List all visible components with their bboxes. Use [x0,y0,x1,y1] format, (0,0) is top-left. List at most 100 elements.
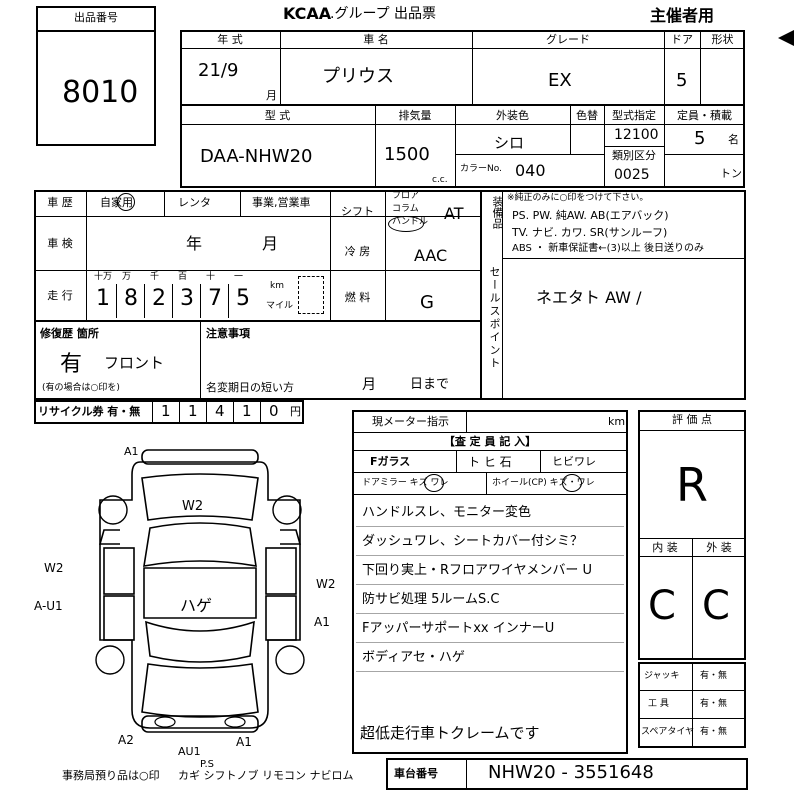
year-value: 21/9 [198,60,239,81]
recycle-unit: 円 [290,405,301,418]
name-label: 車 名 [363,33,389,46]
load-unit: トン [720,167,742,180]
mileage-unit-label: 十万 [94,272,113,282]
role-label: 主催者用 [650,6,715,25]
office-label: 事務局預り品は○印 [62,769,160,782]
mirror-circle [424,474,444,492]
class-label: 類別区分 [612,149,656,162]
mark-bottom-a1: A1 [236,735,252,749]
color-value: シロ [494,134,525,152]
type-spec-value: 12100 [614,127,659,143]
shift-label: シフト [341,205,374,218]
meter-unit: km [608,415,626,428]
mileage-unit-label: 万 [122,272,132,282]
displacement-unit: c.c. [432,175,448,185]
mark-w2-top: W2 [182,499,204,514]
mileage-divider [144,284,145,318]
inspector-note-line: ボディアセ・ハゲ [362,650,465,665]
recycle-divider [206,400,207,424]
recycle-row [34,400,304,424]
mileage-mile: マイル [266,301,294,311]
mileage-km: km [270,281,284,291]
grade-label-score: 評 価 点 [672,413,712,426]
equip-note: ※純正のみに○印をつけて下さい。 [507,193,649,203]
history-rental: レンタ [178,196,211,209]
recycle-divider [179,400,180,424]
mark-bottom-au1: AU1 [178,745,201,758]
corner-mark-icon [778,30,794,46]
mark-bottom-ps: P.S [200,759,214,770]
equip-label: 装備品 [486,196,504,237]
recycle-digit: 1 [242,402,252,420]
lot-label: 出品番号 [74,11,118,24]
grade-score: R [676,458,708,512]
grade-label: グレード [546,33,590,46]
inspection-month: 月 [262,234,279,253]
sales-label: セールスポイント [486,266,502,373]
repair-detail: フロント [104,354,165,372]
inspector-bottom: 超低走行車トクレームです [360,724,540,742]
history-block [34,190,746,400]
mark-left-au1: A-U1 [34,599,63,613]
equip-line2: TV. ナビ. カワ. SR(サンルーフ) [512,226,668,239]
inspector-note-line: 防サビ処理 5ルームS.C [362,592,500,607]
spare-opts: 有・無 [700,727,728,737]
notes-label: 注意事項 [206,327,250,340]
inspection-label: 車 検 [47,237,73,250]
inspector-note-line: ハンドルスレ、モニター変色 [362,505,532,520]
glass-crack: ヒビワレ [552,455,596,468]
inspector-note-line: 下回り実上・Rフロアワイヤメンバー U [362,563,593,578]
chassis-value: NHW20 - 3551648 [488,762,654,783]
equip-line3: ABS ・ 新車保証書←(3)以上 後日送りのみ [512,243,704,254]
mileage-digit: 7 [208,286,222,311]
mark-bottom-a2: A2 [118,733,134,747]
exterior-label: 外 装 [706,541,732,554]
shift-value: AT [444,204,464,223]
history-business: 事業,営業車 [252,196,311,209]
mileage-unit-label: 百 [178,272,188,282]
capacity-value: 5 [694,128,706,149]
wheel-circle [562,474,582,492]
color-code-value: 040 [515,161,546,180]
color-code-label: カラーNo. [460,164,502,174]
year-label: 年 式 [217,33,243,46]
mirror-label: ドアミラー キズ ワレ [362,478,449,488]
notes-day: 日まで [410,377,450,392]
grade-value: EX [548,70,572,91]
capacity-label: 定員・積載 [677,109,732,122]
mileage-unit-label: 十 [206,272,216,282]
history-circle [117,193,135,211]
color-label: 外装色 [496,109,529,122]
mileage-label: 走 行 [47,289,73,302]
capacity-unit: 名 [728,133,739,146]
inspector-note-line: Fアッパーサポートxx インナーU [362,621,555,636]
displacement-value: 1500 [384,144,430,165]
chassis-box [386,758,748,790]
equip-label-text: 装備品 [491,196,504,229]
interior-score: C [648,583,676,629]
aircon-label: 冷 房 [344,245,371,258]
recycle-label: リサイクル券 有・無 [38,405,141,418]
recycle-digit: 0 [269,402,279,420]
mileage-digit: 3 [180,286,194,311]
recycle-digit: 4 [215,402,225,420]
shift-column: コラム [392,204,419,214]
brand-logo: KCAA [283,4,332,23]
recycle-divider [233,400,234,424]
interior-label: 内 装 [652,541,678,554]
sales-label-text: セールスポイント [488,266,501,370]
year-unit: 月 [266,89,277,102]
glass-label: Fガラス [370,455,411,468]
mileage-divider [172,284,173,318]
form-title: .グループ 出品票 [330,6,437,22]
mileage-divider [116,284,117,318]
lot-box [36,6,156,146]
sales-value: ネエタト AW / [536,288,642,307]
mark-right-a1: A1 [314,615,330,629]
inspector-note-line: ダッシュワレ、シートカバー付シミ？ [362,534,584,549]
recycle-divider [260,400,261,424]
type-spec-label: 型式指定 [612,109,656,122]
mileage-divider [200,284,201,318]
inspection-year: 年 [186,234,203,253]
inspector-note-rule [356,613,624,614]
